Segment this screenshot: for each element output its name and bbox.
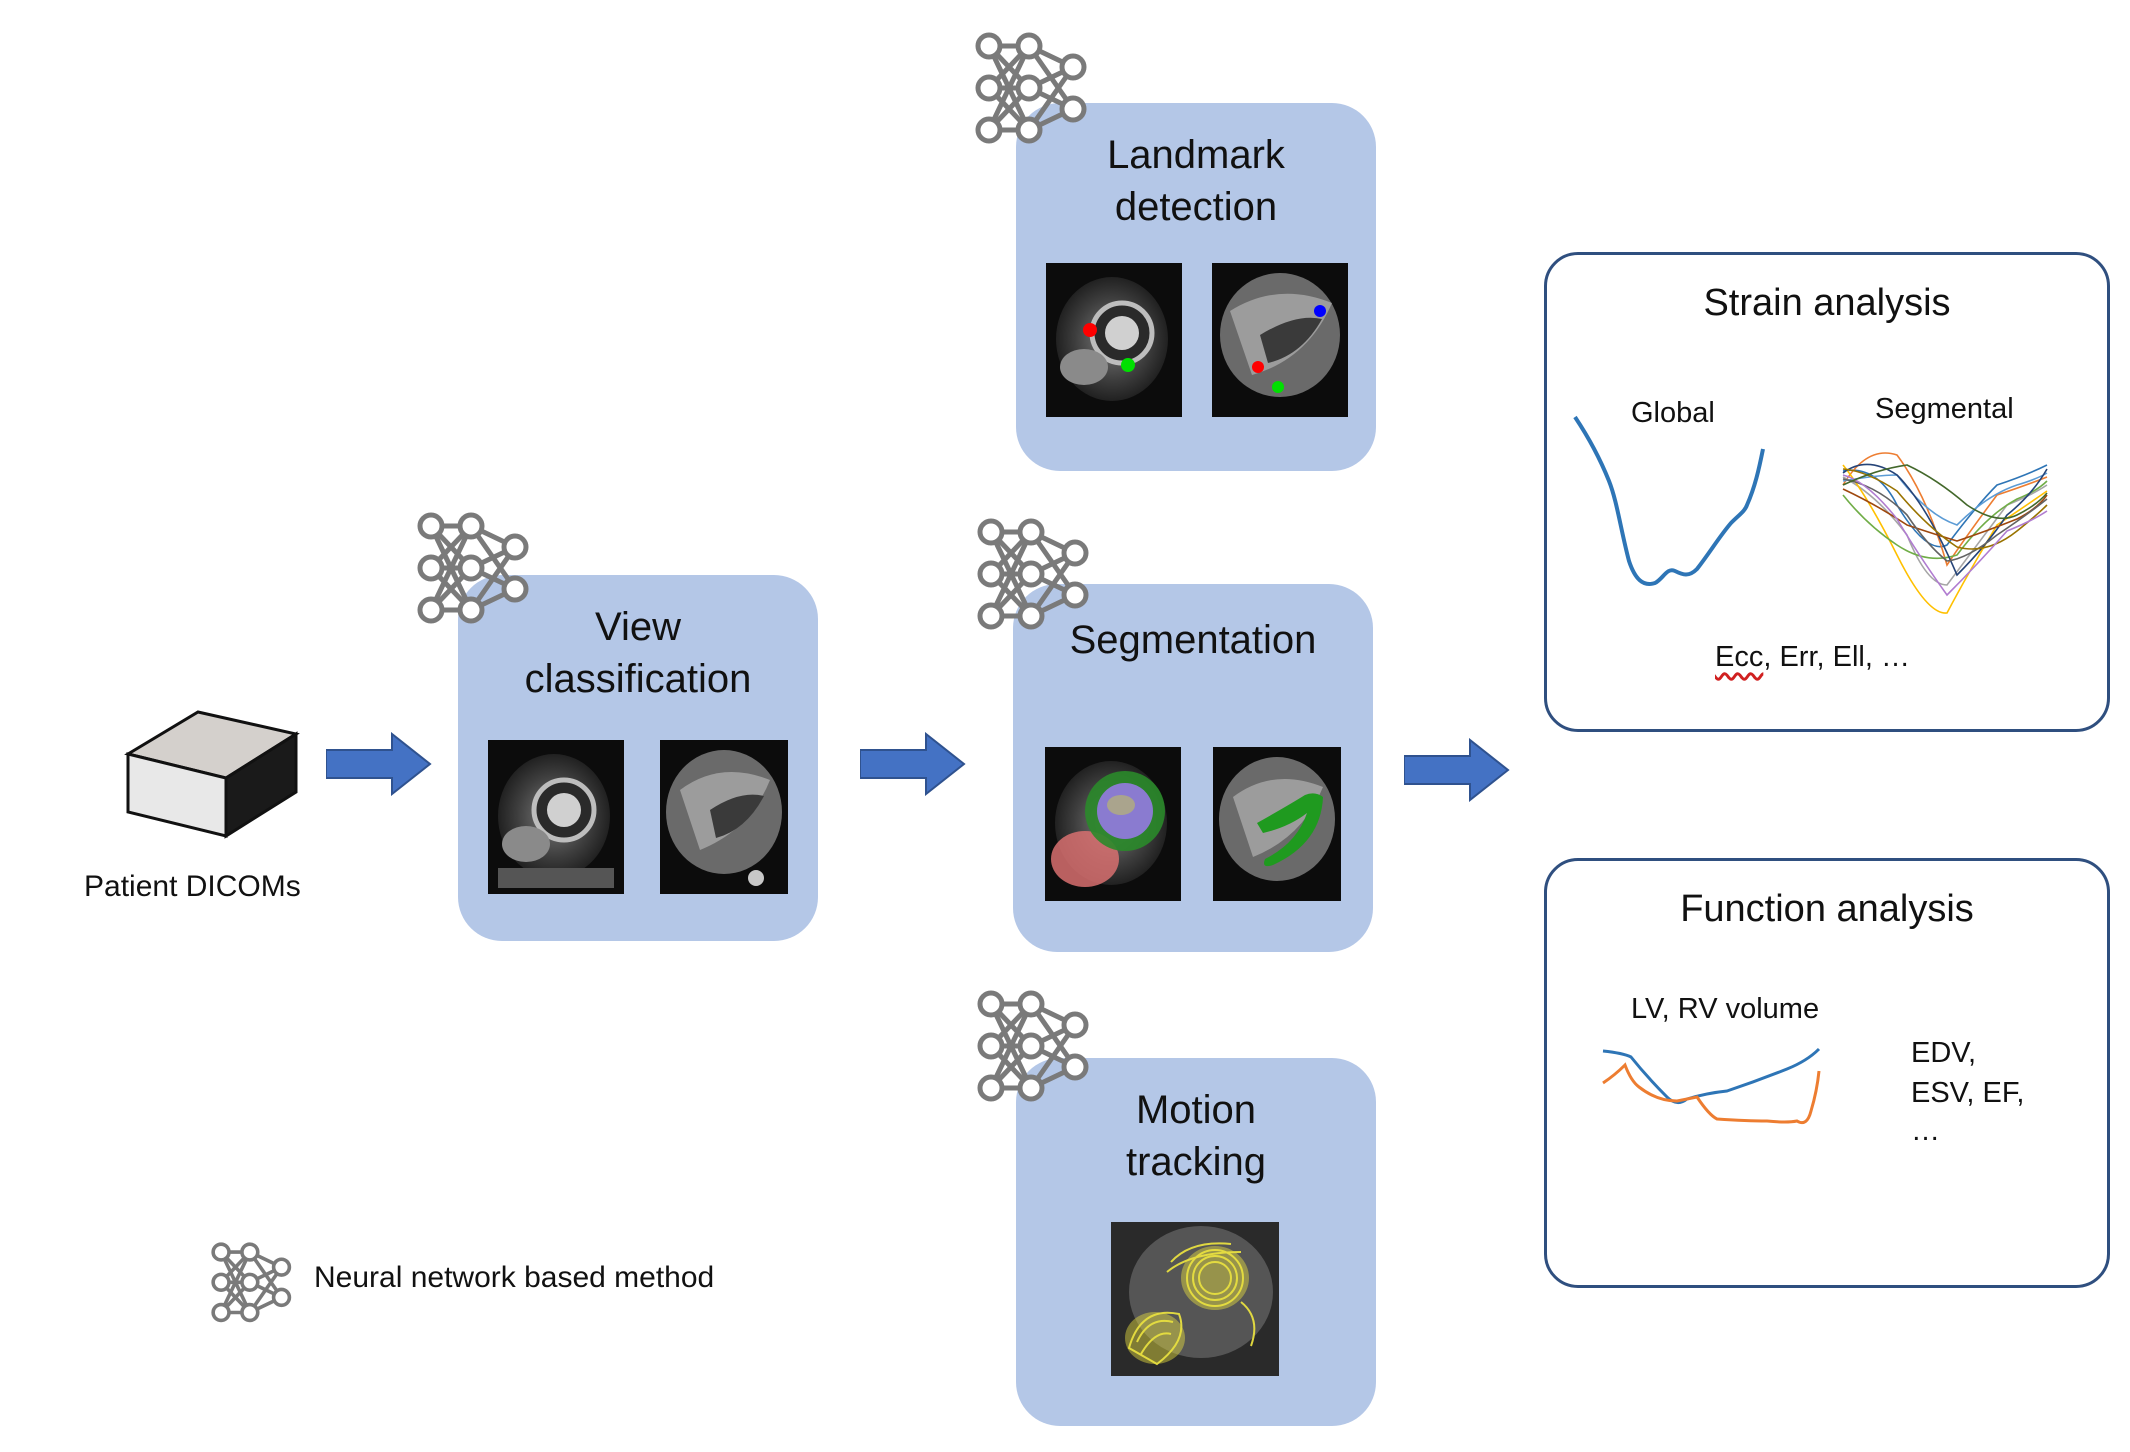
mri-motion-field bbox=[1111, 1222, 1279, 1376]
mri-short-axis-landmarks bbox=[1046, 263, 1182, 417]
mri-long-axis-segmentation bbox=[1213, 747, 1341, 901]
panel-function-analysis: Function analysis LV, RV volume EDV, ESV… bbox=[1544, 858, 2110, 1288]
segmental-label: Segmental bbox=[1875, 393, 2014, 425]
arrow-stages-to-analysis bbox=[1404, 738, 1510, 802]
global-label: Global bbox=[1631, 397, 1715, 429]
neural-network-icon bbox=[972, 518, 1096, 632]
mri-short-axis bbox=[488, 740, 624, 894]
neural-network-icon bbox=[412, 512, 536, 626]
function-metrics-line3: … bbox=[1911, 1115, 1940, 1147]
stage-segmentation: Segmentation bbox=[1013, 584, 1373, 952]
function-metrics-line2: ESV, EF, bbox=[1911, 1077, 2025, 1109]
volume-label: LV, RV volume bbox=[1631, 993, 1820, 1025]
stage-title-line2: tracking bbox=[1125, 1140, 1267, 1184]
stage-title-line2: classification bbox=[524, 657, 752, 701]
global-strain-curve bbox=[1573, 415, 1765, 586]
metric-rest: , Err, Ell, … bbox=[1763, 641, 1910, 673]
stage-view-classification: View classification bbox=[458, 575, 818, 941]
arrow-view-to-stages bbox=[860, 732, 966, 796]
legend-label: Neural network based method bbox=[314, 1261, 715, 1294]
neural-network-icon bbox=[211, 1242, 292, 1323]
panel-title: Function analysis bbox=[1680, 888, 1974, 930]
neural-network-icon bbox=[972, 990, 1096, 1104]
metric-ecc: Ecc bbox=[1715, 641, 1764, 673]
mri-long-axis bbox=[660, 740, 788, 894]
arrow-input-to-view bbox=[326, 732, 432, 796]
mri-short-axis-segmentation bbox=[1045, 747, 1181, 901]
panel-strain-analysis: Strain analysis Global Segmental Ecc, Er… bbox=[1544, 252, 2110, 732]
panel-title: Strain analysis bbox=[1703, 282, 1951, 324]
neural-network-icon bbox=[970, 32, 1094, 146]
stage-title-line1: Motion bbox=[1135, 1088, 1257, 1132]
function-metrics-line1: EDV, bbox=[1911, 1037, 1977, 1069]
dicom-box-icon bbox=[124, 710, 300, 839]
stage-title-line1: View bbox=[595, 605, 681, 649]
rv-volume-curve bbox=[1602, 1062, 1821, 1125]
stage-title-line2: detection bbox=[1114, 185, 1278, 229]
segmental-strain-curves bbox=[1842, 452, 2048, 614]
volume-curves bbox=[1602, 1047, 1821, 1125]
mri-long-axis-landmarks bbox=[1212, 263, 1348, 417]
stage-motion-tracking: Motion tracking bbox=[1016, 1058, 1376, 1426]
dicom-label: Patient DICOMs bbox=[84, 870, 301, 903]
lv-volume-curve bbox=[1602, 1047, 1821, 1104]
stage-title: Segmentation bbox=[1069, 618, 1317, 662]
strain-metrics: Ecc, Err, Ell, … bbox=[1715, 639, 1910, 675]
stage-landmark-detection: Landmark detection bbox=[1016, 103, 1376, 471]
stage-title-line1: Landmark bbox=[1107, 133, 1285, 177]
